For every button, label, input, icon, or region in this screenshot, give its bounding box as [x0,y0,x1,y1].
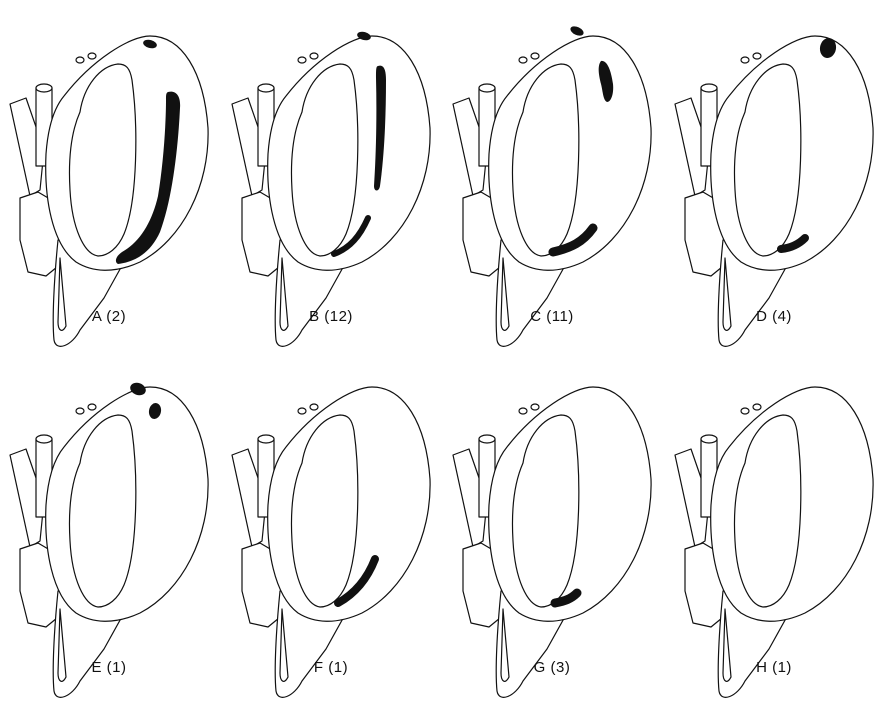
panel-e: E (1) [0,351,218,702]
panel-c: C (11) [443,0,661,351]
heart-drawing-b [222,0,440,351]
heart-drawing-e [0,351,218,702]
heart-outline [10,36,208,346]
heart-outline [232,36,430,346]
panel-d: D (4) [665,0,875,351]
lesion-mark [569,24,585,37]
heart-outline [453,36,651,346]
heart-outline [675,36,873,346]
panel-a: A (2) [0,0,218,351]
heart-drawing-a [0,0,218,351]
panel-label-f: F (1) [222,659,440,676]
panel-label-a: A (2) [0,308,218,325]
panel-label-d: D (4) [665,308,875,325]
heart-outline [453,387,651,697]
panel-label-c: C (11) [443,308,661,325]
panel-h: H (1) [665,351,875,702]
panel-g: G (3) [443,351,661,702]
panel-label-g: G (3) [443,659,661,676]
heart-drawing-d [665,0,875,351]
heart-outline [232,387,430,697]
panel-label-h: H (1) [665,659,875,676]
panel-label-b: B (12) [222,308,440,325]
heart-drawing-g [443,351,661,702]
panel-label-e: E (1) [0,659,218,676]
heart-drawing-h [665,351,875,702]
panel-b: B (12) [222,0,440,351]
heart-outline [675,387,873,697]
panel-f: F (1) [222,351,440,702]
heart-drawing-f [222,351,440,702]
heart-outline [10,387,208,697]
heart-drawing-c [443,0,661,351]
